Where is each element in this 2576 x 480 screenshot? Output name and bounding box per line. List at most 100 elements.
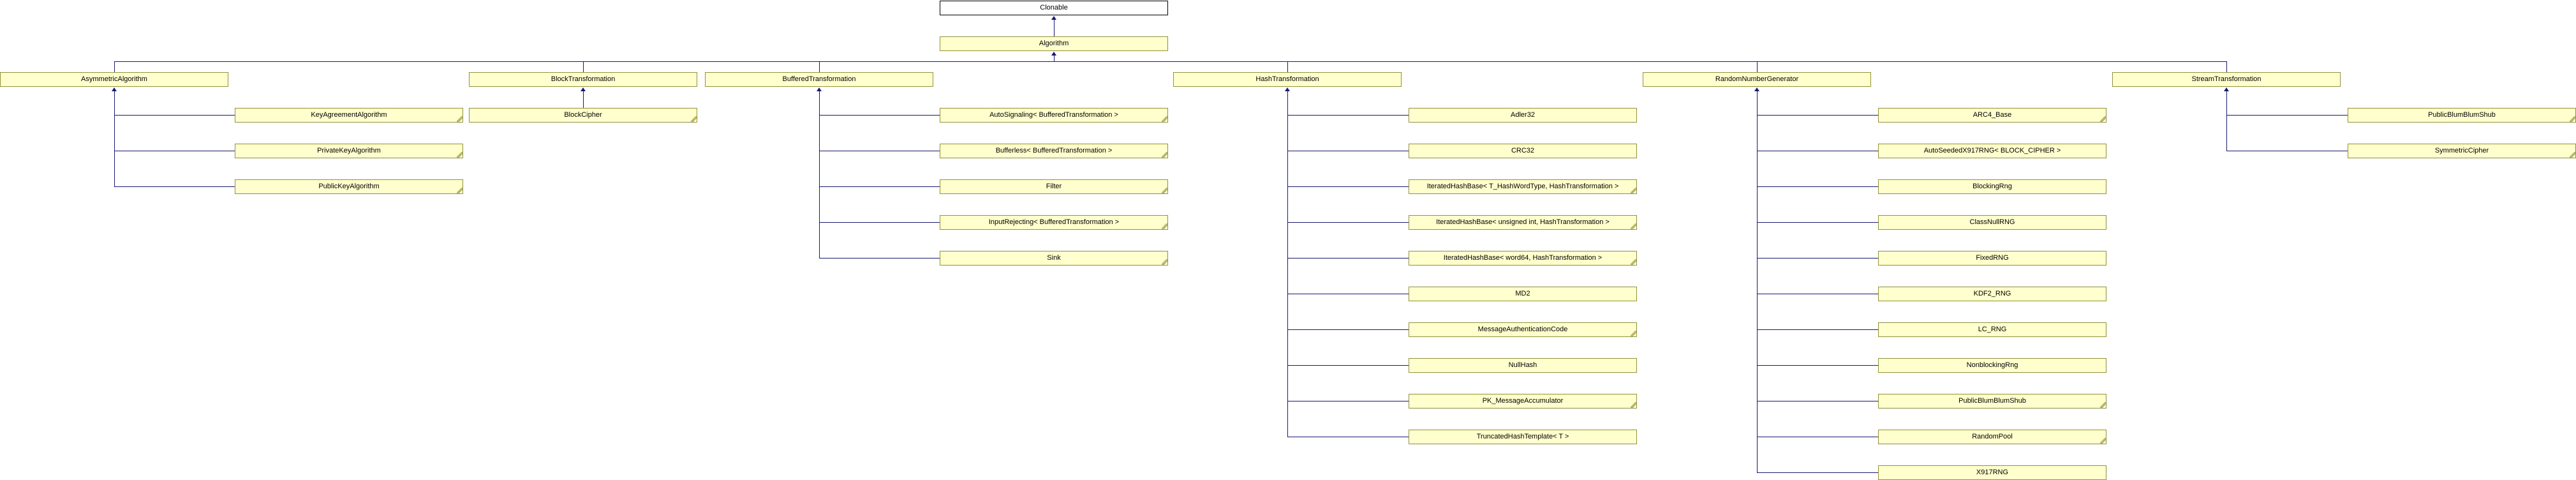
inheritance-edge	[819, 115, 940, 116]
truncated-fold-icon	[1631, 402, 1636, 408]
truncated-fold-icon	[1631, 188, 1636, 193]
inheritance-edge	[1287, 222, 1409, 223]
class-name-label: TruncatedHashTemplate< T >	[1476, 433, 1569, 440]
class-name-label: BlockTransformation	[551, 75, 616, 83]
class-name-label: Sink	[1047, 254, 1061, 262]
inheritance-edge	[2226, 115, 2348, 116]
class-node-x917rng[interactable]: X917RNG	[1878, 465, 2106, 480]
class-node-publicblumblumshub[interactable]: PublicBlumBlumShub	[2348, 108, 2576, 123]
class-node-clonable: Clonable	[940, 1, 1168, 15]
inheritance-arrowhead	[2224, 87, 2229, 91]
class-node-blockcipher[interactable]: BlockCipher	[469, 108, 697, 123]
truncated-fold-icon	[1631, 223, 1636, 229]
inheritance-edge	[1757, 472, 1878, 473]
inheritance-edge	[114, 186, 235, 187]
class-node-md2[interactable]: MD2	[1409, 287, 1637, 301]
class-node-adler32[interactable]: Adler32	[1409, 108, 1637, 123]
class-name-label: IteratedHashBase< word64, HashTransforma…	[1443, 254, 1603, 262]
class-name-label: FixedRNG	[1976, 254, 2009, 262]
class-node-iteratedhashbase-word64-hashtransformation[interactable]: IteratedHashBase< word64, HashTransforma…	[1409, 251, 1637, 266]
inheritance-edge	[1054, 56, 1055, 61]
class-node-symmetriccipher[interactable]: SymmetricCipher	[2348, 144, 2576, 158]
inheritance-edge	[1054, 20, 1055, 36]
class-name-label: Filter	[1046, 183, 1062, 190]
class-name-label: NullHash	[1508, 361, 1537, 369]
class-node-hashtransformation[interactable]: HashTransformation	[1173, 72, 1402, 87]
inheritance-arrowhead	[1051, 52, 1056, 56]
class-name-label: SymmetricCipher	[2434, 147, 2489, 154]
truncated-fold-icon	[1162, 116, 1167, 122]
class-node-keyagreementalgorithm[interactable]: KeyAgreementAlgorithm	[235, 108, 463, 123]
class-node-publicblumblumshub[interactable]: PublicBlumBlumShub	[1878, 394, 2106, 409]
class-node-crc32[interactable]: CRC32	[1409, 144, 1637, 158]
class-node-messageauthenticationcode[interactable]: MessageAuthenticationCode	[1409, 322, 1637, 337]
inheritance-edge	[1757, 258, 1878, 259]
inheritance-edge	[1287, 91, 1288, 437]
truncated-fold-icon	[2100, 402, 2106, 408]
class-name-label: MD2	[1515, 290, 1530, 297]
class-name-label: LC_RNG	[1978, 326, 2007, 333]
class-node-privatekeyalgorithm[interactable]: PrivateKeyAlgorithm	[235, 144, 463, 158]
class-name-label: NonblockingRng	[1966, 361, 2018, 369]
class-node-pk-messageaccumulator[interactable]: PK_MessageAccumulator	[1409, 394, 1637, 409]
class-node-inputrejecting-bufferedtransformation[interactable]: InputRejecting< BufferedTransformation >	[940, 215, 1168, 230]
class-node-nullhash[interactable]: NullHash	[1409, 358, 1637, 373]
class-node-autoseededx917rng-block-cipher[interactable]: AutoSeededX917RNG< BLOCK_CIPHER >	[1878, 144, 2106, 158]
inheritance-arrowhead	[581, 87, 586, 91]
class-node-bufferedtransformation[interactable]: BufferedTransformation	[705, 72, 933, 87]
class-node-randompool[interactable]: RandomPool	[1878, 430, 2106, 444]
class-name-label: X917RNG	[1976, 469, 2009, 476]
class-node-blocktransformation[interactable]: BlockTransformation	[469, 72, 697, 87]
class-name-label: MessageAuthenticationCode	[1477, 326, 1568, 333]
class-node-lc-rng[interactable]: LC_RNG	[1878, 322, 2106, 337]
class-node-blockingrng[interactable]: BlockingRng	[1878, 179, 2106, 194]
class-name-label: AutoSignaling< BufferedTransformation >	[989, 111, 1118, 119]
truncated-fold-icon	[457, 152, 463, 158]
class-node-classnullrng[interactable]: ClassNullRNG	[1878, 215, 2106, 230]
class-name-label: ClassNullRNG	[1969, 218, 2015, 226]
class-name-label: PublicBlumBlumShub	[1958, 397, 2026, 405]
class-name-label: CRC32	[1511, 147, 1535, 154]
inheritance-edge	[1757, 61, 1758, 72]
class-node-fixedrng[interactable]: FixedRNG	[1878, 251, 2106, 266]
class-name-label: ARC4_Base	[1973, 111, 2012, 119]
class-name-label: RandomPool	[1972, 433, 2013, 440]
class-name-label: AutoSeededX917RNG< BLOCK_CIPHER >	[1923, 147, 2061, 154]
class-node-bufferless-bufferedtransformation[interactable]: Bufferless< BufferedTransformation >	[940, 144, 1168, 158]
inheritance-edge	[1757, 186, 1878, 187]
class-node-nonblockingrng[interactable]: NonblockingRng	[1878, 358, 2106, 373]
inheritance-arrowhead	[1754, 87, 1759, 91]
inheritance-edge	[114, 115, 235, 116]
class-name-label: Adler32	[1511, 111, 1535, 119]
truncated-fold-icon	[1162, 188, 1167, 193]
inheritance-edge	[819, 61, 820, 72]
class-node-publickeyalgorithm[interactable]: PublicKeyAlgorithm	[235, 179, 463, 194]
class-node-sink[interactable]: Sink	[940, 251, 1168, 266]
truncated-fold-icon	[2570, 152, 2575, 158]
class-node-iteratedhashbase-unsigned-int-hashtransformation[interactable]: IteratedHashBase< unsigned int, HashTran…	[1409, 215, 1637, 230]
class-name-label: IteratedHashBase< unsigned int, HashTran…	[1436, 218, 1610, 226]
class-node-algorithm[interactable]: Algorithm	[940, 36, 1168, 51]
inheritance-edge	[583, 61, 584, 72]
class-node-streamtransformation[interactable]: StreamTransformation	[2112, 72, 2341, 87]
class-node-filter[interactable]: Filter	[940, 179, 1168, 194]
class-node-autosignaling-bufferedtransformation[interactable]: AutoSignaling< BufferedTransformation >	[940, 108, 1168, 123]
class-node-kdf2-rng[interactable]: KDF2_RNG	[1878, 287, 2106, 301]
inheritance-edge	[819, 258, 940, 259]
truncated-fold-icon	[1162, 223, 1167, 229]
class-node-asymmetricalgorithm[interactable]: AsymmetricAlgorithm	[0, 72, 228, 87]
class-node-arc4-base[interactable]: ARC4_Base	[1878, 108, 2106, 123]
class-node-iteratedhashbase-t-hashwordtype-hashtransformation[interactable]: IteratedHashBase< T_HashWordType, HashTr…	[1409, 179, 1637, 194]
truncated-fold-icon	[1631, 331, 1636, 336]
inheritance-edge	[583, 91, 584, 108]
inheritance-edge	[1287, 365, 1409, 366]
class-name-label: Bufferless< BufferedTransformation >	[995, 147, 1113, 154]
class-node-randomnumbergenerator[interactable]: RandomNumberGenerator	[1643, 72, 1871, 87]
class-name-label: IteratedHashBase< T_HashWordType, HashTr…	[1426, 183, 1619, 190]
class-node-truncatedhashtemplate-t[interactable]: TruncatedHashTemplate< T >	[1409, 430, 1637, 444]
inheritance-edge	[114, 61, 2227, 62]
truncated-fold-icon	[691, 116, 697, 122]
inheritance-arrowhead	[817, 87, 822, 91]
inheritance-edge	[819, 186, 940, 187]
